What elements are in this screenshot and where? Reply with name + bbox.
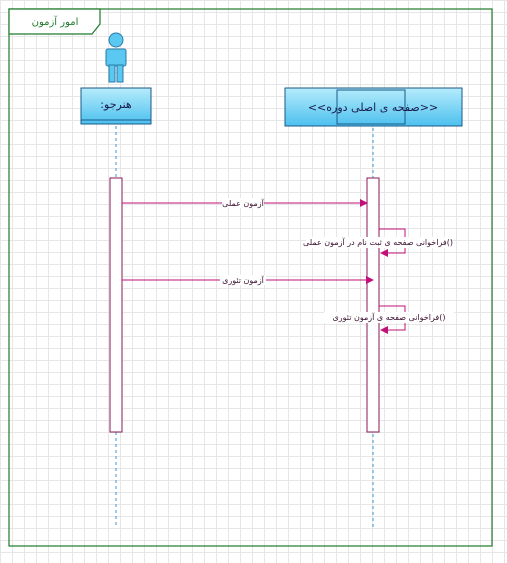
lifeline-student: :هنرجو xyxy=(80,32,152,528)
self-message-theory-page: فراخوانی صفحه ی آزمون تئوری() xyxy=(324,305,454,334)
message-label: فراخوانی صفحه ی آزمون تئوری() xyxy=(333,312,446,322)
interaction-frame: امور آزمون xyxy=(8,8,493,547)
message-label: آزمون عملی xyxy=(222,198,264,208)
self-message-practical-registration: فراخوانی صفحه ی ثبت نام در آزمون عملی() xyxy=(303,228,453,257)
lifeline-head-main-page xyxy=(284,87,463,127)
lifeline-head-student xyxy=(80,87,152,125)
frame-title: امور آزمون xyxy=(32,15,79,28)
frame-title-tab xyxy=(8,8,101,35)
actor-icon xyxy=(105,32,127,83)
message-label: آزمون تئوری xyxy=(222,275,265,285)
lifeline-label-main-page: <<صفحه ی اصلی دوره>> xyxy=(308,101,438,114)
message-label: فراخوانی صفحه ی ثبت نام در آزمون عملی() xyxy=(303,237,453,247)
message-theory-exam: آزمون تئوری xyxy=(122,275,374,285)
activation-bar-student xyxy=(109,177,123,433)
lifeline-label-student: :هنرجو xyxy=(100,98,132,111)
activation-bar-main-page xyxy=(366,177,380,433)
message-practical-exam: آزمون عملی xyxy=(122,198,368,208)
lifeline-main-page: <<صفحه ی اصلی دوره>> xyxy=(284,87,463,528)
